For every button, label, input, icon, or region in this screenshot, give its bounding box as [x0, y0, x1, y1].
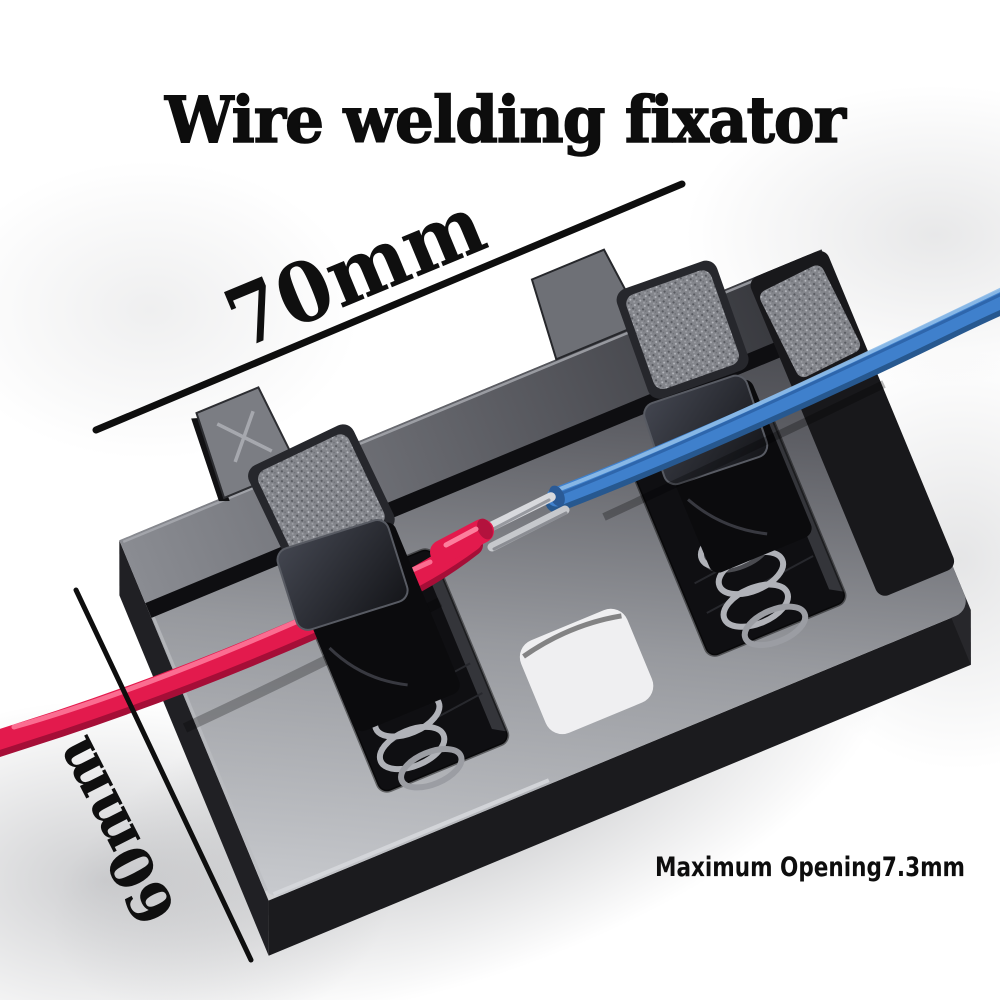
- front-side-face: [268, 609, 971, 956]
- pad-right: [616, 260, 749, 399]
- red-wire-cut-end: [477, 518, 493, 540]
- dim-line-70mm: [92, 180, 686, 434]
- red-tip-highlight: [443, 526, 479, 548]
- left-wash: [0, 160, 360, 460]
- clamp-left-top: [276, 519, 409, 631]
- spring-right-coil-3: [720, 581, 791, 630]
- slot-left-wall: [425, 555, 507, 732]
- bare-conductors: [430, 492, 570, 564]
- corner-block-pad: [760, 265, 861, 378]
- clamp-left: [276, 519, 460, 732]
- red-wire-tip: [430, 519, 494, 564]
- dim-line-60mm: [73, 587, 254, 963]
- max-opening-note: Maximum Opening7.3mm: [655, 852, 965, 883]
- corner-block: [750, 250, 955, 596]
- blue-conductor: [487, 505, 570, 552]
- center-hole: [519, 608, 654, 735]
- left-side-face: [119, 540, 269, 956]
- blue-wire-shadow: [602, 380, 886, 521]
- blue-conductor-shade: [492, 511, 568, 551]
- center-hole-shadow: [522, 613, 622, 659]
- front-rim-highlight: [272, 778, 550, 897]
- blue-wire: [545, 287, 1000, 513]
- center-hole-opening: [519, 608, 654, 735]
- pad-right-top: [626, 270, 739, 390]
- blue-wire-core-stripe: [559, 293, 1000, 496]
- blue-wire-highlight: [559, 287, 1000, 491]
- blue-wire-insulation: [546, 289, 1000, 507]
- clamp-right-gloss: [687, 498, 768, 536]
- spring-right-coil-4: [741, 603, 809, 649]
- spring-left-coil-3: [376, 723, 448, 773]
- tab-left-scratch-2: [233, 410, 255, 463]
- page-title: Wire welding fixator: [164, 83, 847, 158]
- spring-left-coil-4: [398, 746, 465, 791]
- clamp-left-gloss: [328, 646, 408, 687]
